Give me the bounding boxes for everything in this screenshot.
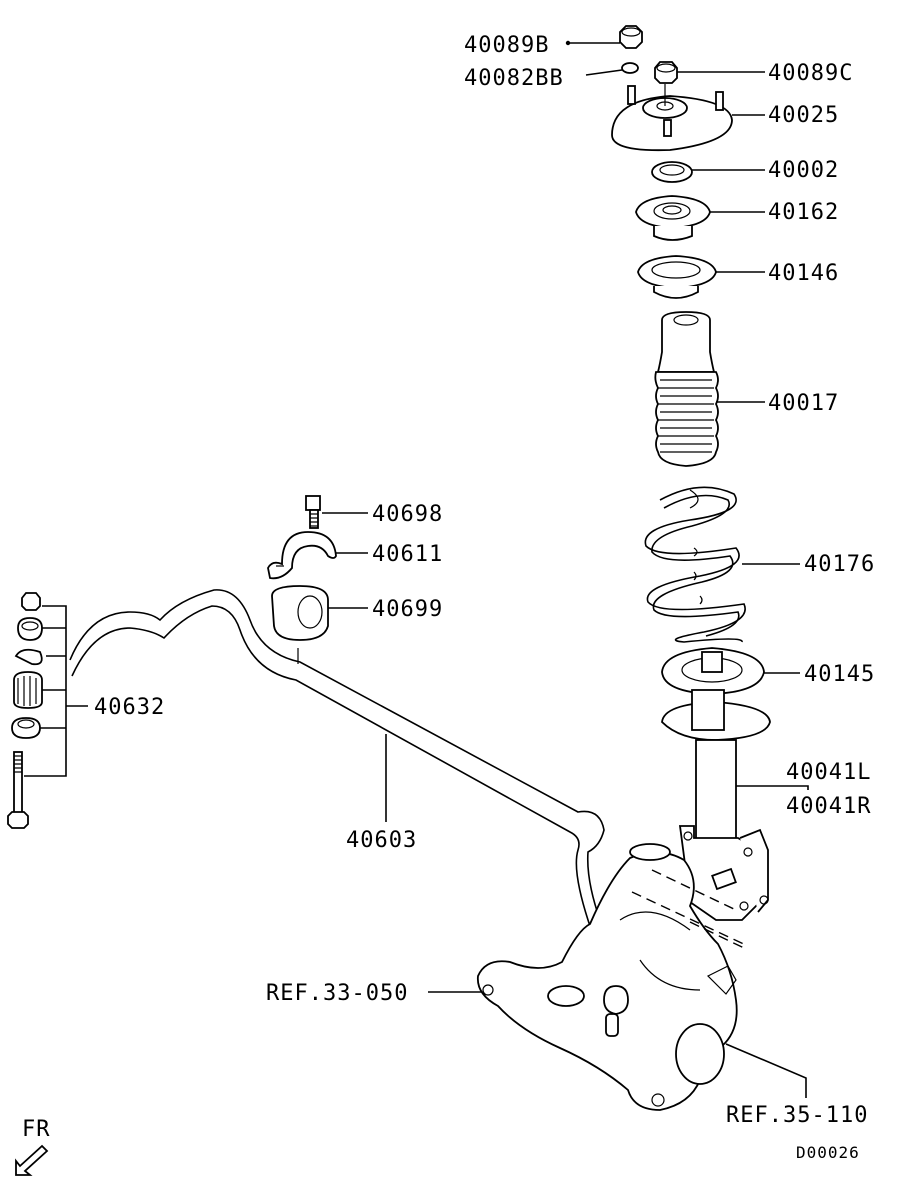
label-40699[interactable]: 40699 [372, 597, 443, 622]
washer-40082bb[interactable] [621, 62, 639, 74]
nut-40089b[interactable] [619, 25, 643, 49]
link-kit-40632[interactable] [7, 592, 43, 829]
bracket-40611[interactable] [267, 531, 337, 580]
spring-seat-40162[interactable] [635, 195, 711, 241]
label-40002[interactable]: 40002 [768, 158, 839, 183]
label-40041l[interactable]: 40041L [786, 760, 871, 785]
coil-spring-40176[interactable] [644, 486, 746, 643]
lower-seat-40145[interactable] [661, 647, 765, 695]
label-fr: FR [22, 1117, 51, 1142]
label-40025[interactable]: 40025 [768, 103, 839, 128]
label-40145[interactable]: 40145 [804, 662, 875, 687]
rubber-seat-40146[interactable] [637, 255, 717, 299]
label-40632[interactable]: 40632 [94, 695, 165, 720]
label-40611[interactable]: 40611 [372, 542, 443, 567]
diagram-code: D00026 [796, 1143, 860, 1162]
nut-40089c[interactable] [654, 61, 678, 84]
upper-mount-40025[interactable] [611, 84, 733, 152]
label-40041r[interactable]: 40041R [786, 794, 871, 819]
strut-assembly-40041[interactable] [661, 689, 771, 921]
label-40089b[interactable]: 40089B [464, 33, 549, 58]
label-40698[interactable]: 40698 [372, 502, 443, 527]
bushing-40699[interactable] [271, 585, 329, 641]
label-40089c[interactable]: 40089C [768, 61, 853, 86]
lower-arm-knuckle-ref[interactable] [476, 843, 738, 1111]
bearing-40002[interactable] [651, 161, 693, 183]
stabilizer-bar-40603[interactable] [69, 589, 617, 983]
dust-boot-40017[interactable] [654, 311, 719, 467]
label-40176[interactable]: 40176 [804, 552, 875, 577]
label-40146[interactable]: 40146 [768, 261, 839, 286]
label-ref-35-110[interactable]: REF.35-110 [726, 1103, 868, 1128]
label-40603[interactable]: 40603 [346, 828, 417, 853]
label-40017[interactable]: 40017 [768, 391, 839, 416]
label-ref-33-050[interactable]: REF.33-050 [266, 981, 408, 1006]
label-40082bb[interactable]: 40082BB [464, 66, 564, 91]
bolt-40698[interactable] [305, 495, 321, 529]
front-arrow-icon [15, 1144, 49, 1176]
label-40162[interactable]: 40162 [768, 200, 839, 225]
